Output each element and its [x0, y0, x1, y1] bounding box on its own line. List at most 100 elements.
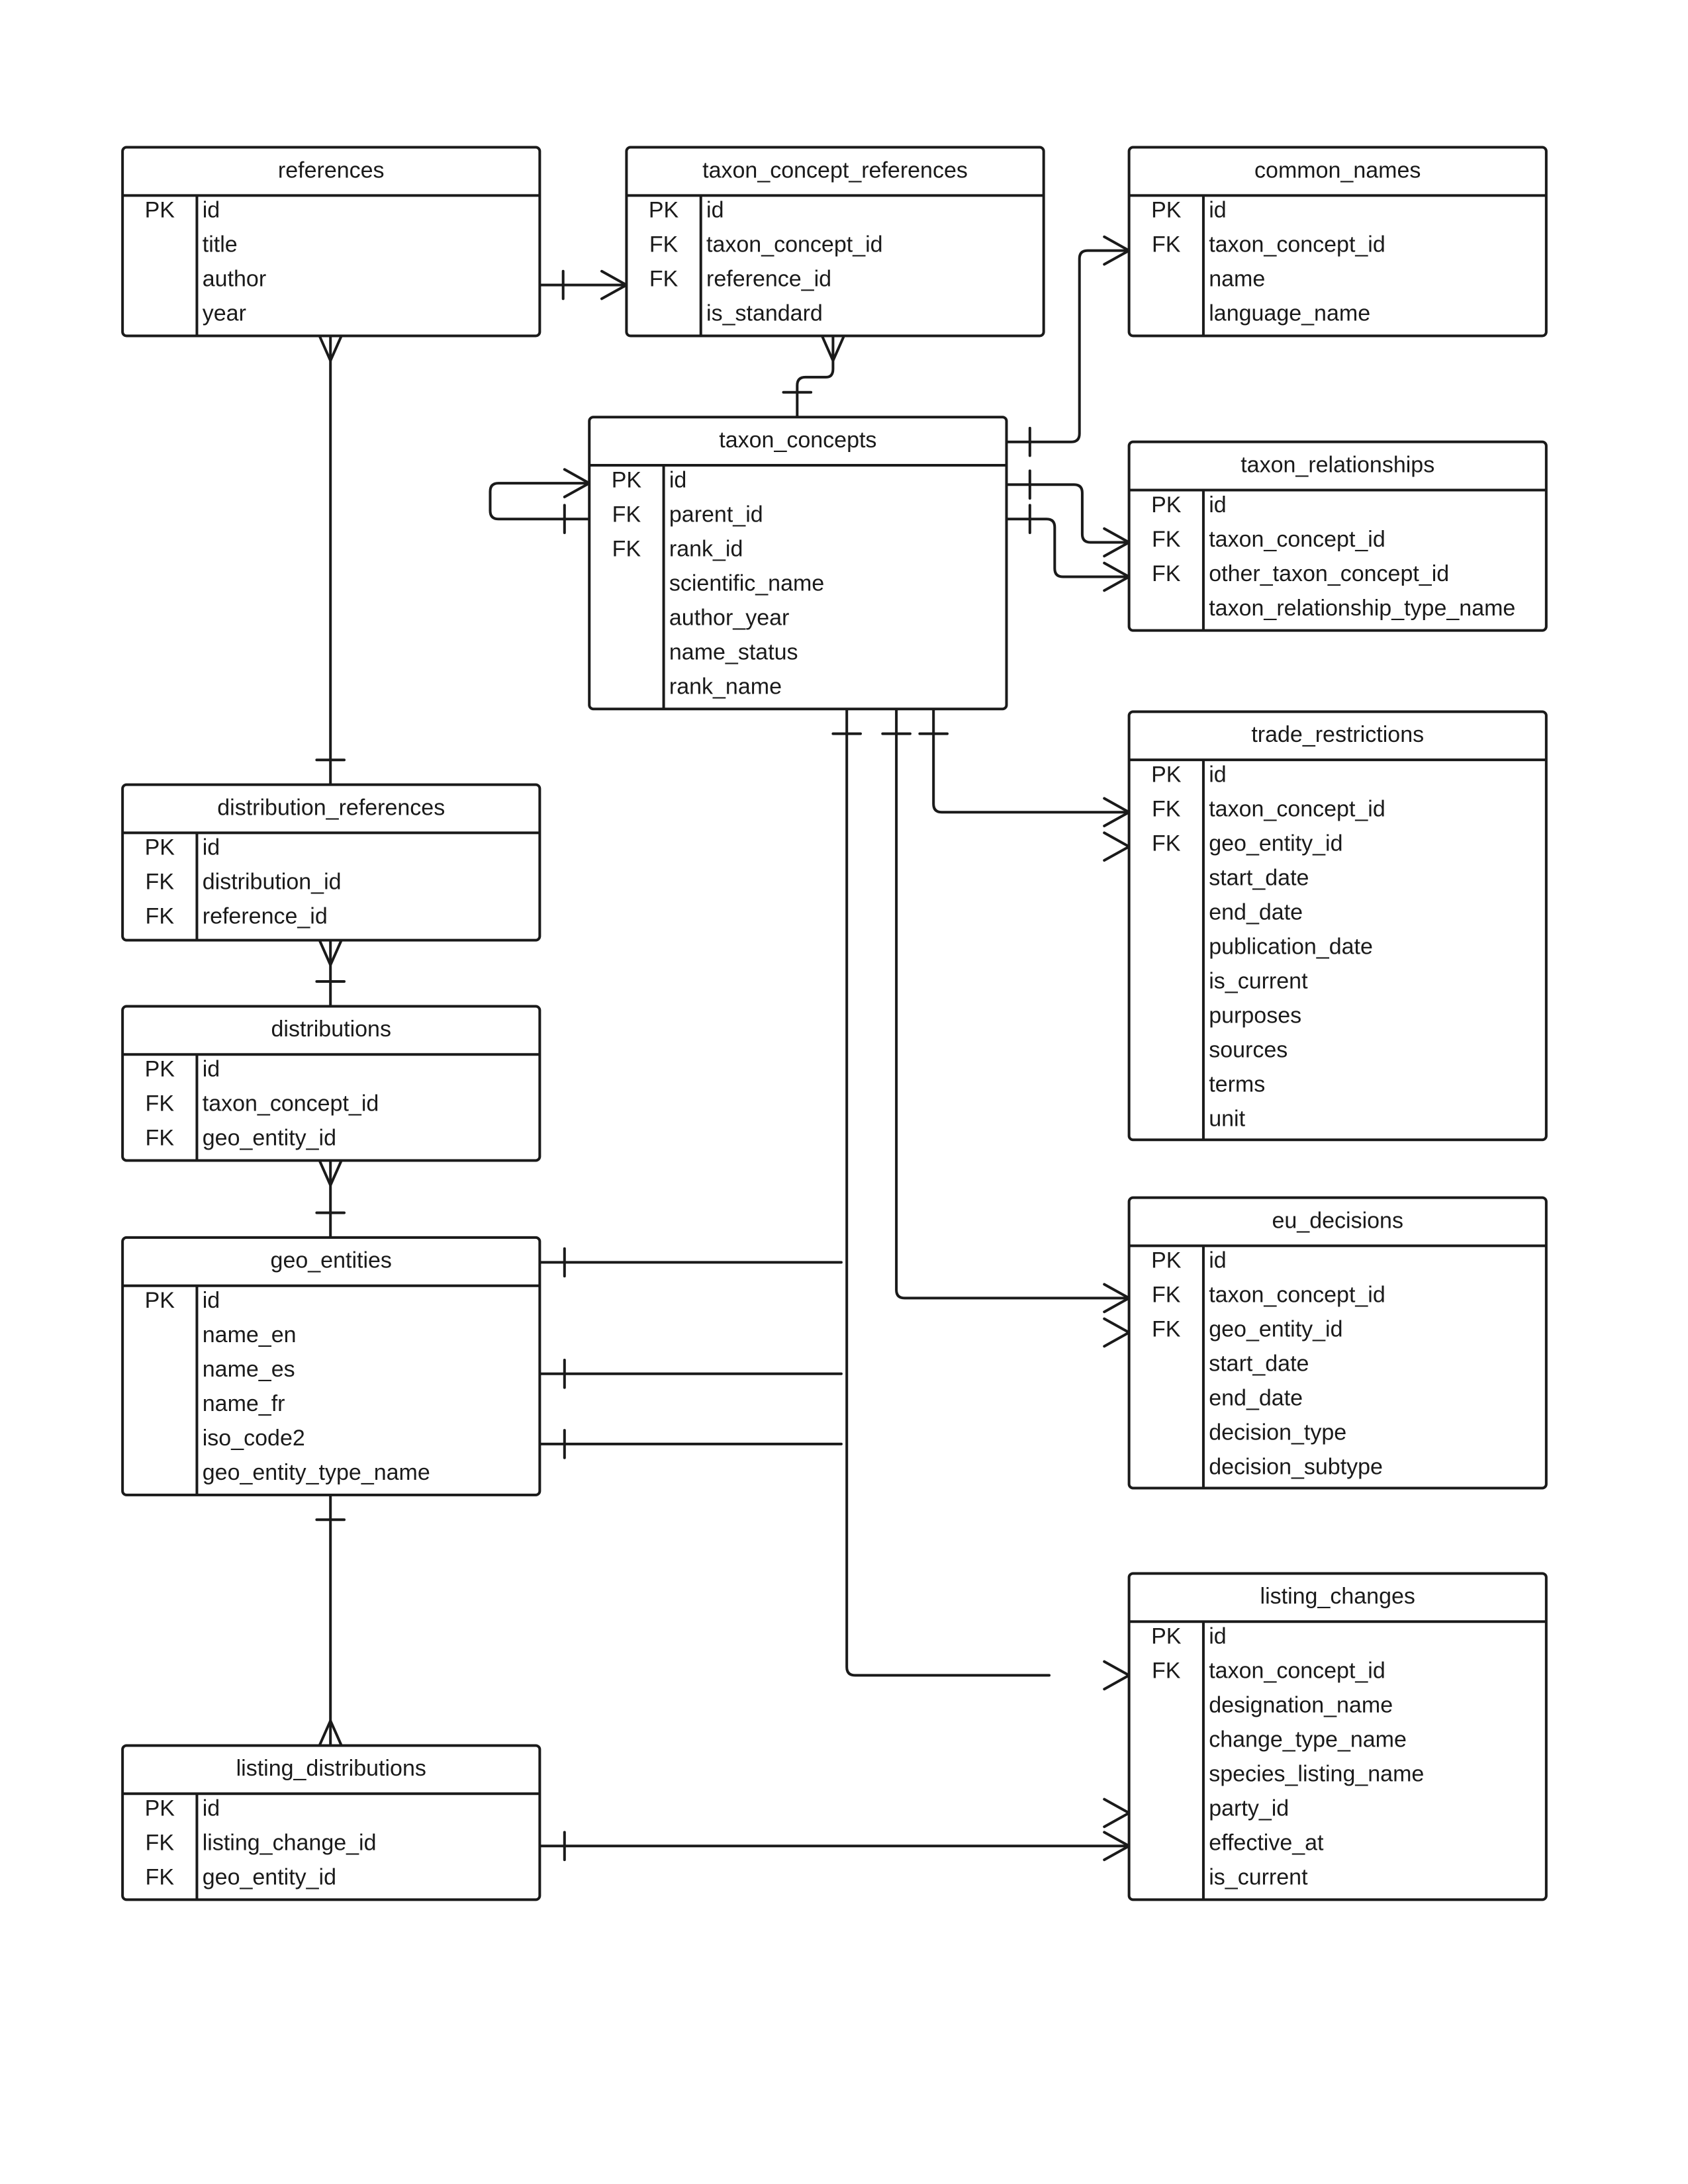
table-row[interactable]: sources: [1209, 1037, 1288, 1062]
column-name: geo_entity_id: [1209, 831, 1342, 856]
table-row[interactable]: author: [203, 267, 266, 292]
table-row[interactable]: name_fr: [203, 1391, 285, 1416]
table-row[interactable]: publication_date: [1209, 934, 1373, 959]
table-row[interactable]: iso_code2: [203, 1426, 305, 1451]
table-row[interactable]: is_standard: [706, 301, 823, 326]
column-name: id: [203, 835, 220, 860]
table-row[interactable]: end_date: [1209, 899, 1303, 925]
table-row[interactable]: start_date: [1209, 865, 1309, 890]
table-row[interactable]: decision_subtype: [1209, 1455, 1383, 1480]
key-label: PK: [649, 198, 679, 223]
table-row[interactable]: designation_name: [1209, 1693, 1393, 1718]
table-frame: [121, 1236, 541, 1496]
table-row[interactable]: effective_at: [1209, 1831, 1324, 1856]
table-row[interactable]: purposes: [1209, 1003, 1301, 1028]
column-name: taxon_concept_id: [1209, 232, 1385, 257]
table-row[interactable]: scientific_name: [669, 570, 824, 596]
table-title: common_names: [1254, 158, 1421, 183]
table-row[interactable]: name_es: [203, 1357, 295, 1382]
column-name: is_current: [1209, 1865, 1308, 1890]
column-name: rank_id: [669, 536, 743, 561]
table-row[interactable]: taxon_relationship_type_name: [1209, 596, 1515, 621]
key-label: PK: [1151, 762, 1182, 787]
key-label: PK: [1151, 1248, 1182, 1273]
column-name: geo_entity_id: [1209, 1317, 1342, 1342]
column-name: start_date: [1209, 1351, 1309, 1377]
table-title: distribution_references: [217, 795, 445, 820]
table-row[interactable]: is_current: [1209, 1865, 1308, 1890]
table-row[interactable]: decision_type: [1209, 1420, 1346, 1445]
table-row[interactable]: end_date: [1209, 1386, 1303, 1411]
table-row[interactable]: species_listing_name: [1209, 1762, 1424, 1787]
table-row[interactable]: is_current: [1209, 968, 1308, 993]
table-row[interactable]: unit: [1209, 1106, 1245, 1131]
table-row[interactable]: PK id: [649, 198, 724, 223]
column-name: rank_name: [669, 674, 782, 699]
table-row[interactable]: party_id: [1209, 1796, 1289, 1821]
key-label: FK: [1152, 796, 1181, 821]
column-name: id: [1209, 492, 1226, 518]
key-label: PK: [612, 467, 642, 492]
column-name: id: [706, 198, 724, 223]
table-row[interactable]: geo_entity_type_name: [203, 1460, 430, 1485]
table-row[interactable]: rank_name: [669, 674, 782, 699]
table-row[interactable]: change_type_name: [1209, 1727, 1407, 1752]
crowfoot-mark: [318, 1719, 343, 1747]
table-row[interactable]: start_date: [1209, 1351, 1309, 1377]
table-row[interactable]: author_year: [669, 605, 789, 630]
table-row[interactable]: name: [1209, 267, 1265, 292]
column-name: decision_subtype: [1209, 1455, 1383, 1480]
table-row[interactable]: name_status: [669, 639, 798, 664]
column-name: geo_entity_type_name: [203, 1460, 430, 1485]
table-row[interactable]: language_name: [1209, 301, 1370, 326]
table-row[interactable]: year: [203, 301, 246, 326]
table-row[interactable]: terms: [1209, 1071, 1265, 1097]
table-row[interactable]: name_en: [203, 1322, 297, 1347]
table-row[interactable]: title: [203, 232, 238, 257]
table-title: geo_entities: [271, 1248, 392, 1273]
crowfoot-mark: [1103, 831, 1131, 862]
column-name: taxon_relationship_type_name: [1209, 596, 1515, 621]
